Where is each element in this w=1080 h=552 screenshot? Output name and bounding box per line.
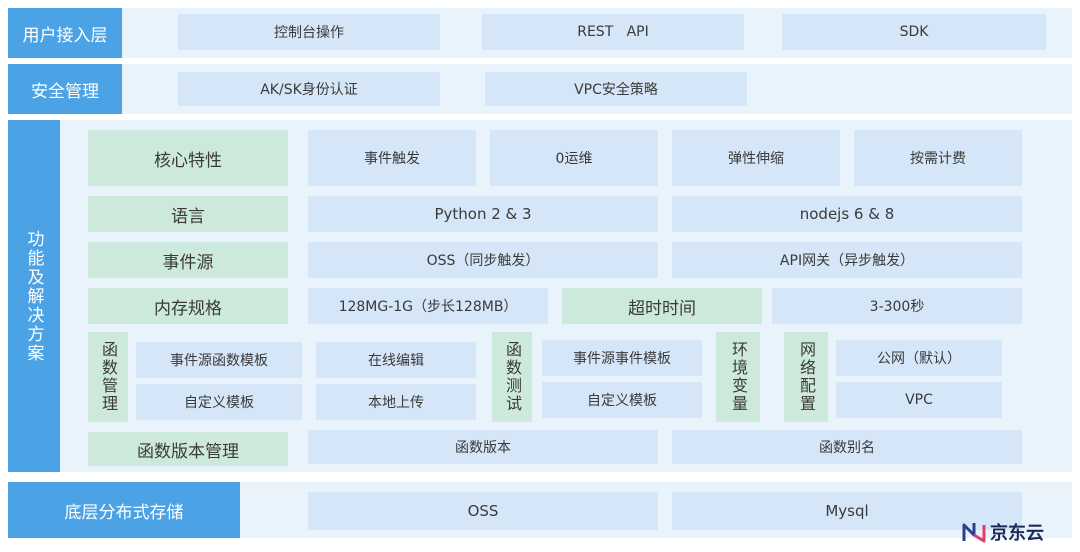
- vpc-box: VPC: [836, 382, 1002, 418]
- rest-api-box: REST API: [482, 14, 744, 50]
- security-label: 安全管理: [8, 64, 122, 114]
- storage-label: 底层分布式存储: [8, 482, 240, 538]
- function-version-box: 函数版本: [308, 430, 658, 464]
- memory-spec-label: 内存规格: [88, 288, 288, 324]
- api-gateway-async-box: API网关（异步触发）: [672, 242, 1022, 278]
- online-edit-box: 在线编辑: [316, 342, 476, 378]
- timeout-label: 超时时间: [562, 288, 762, 324]
- language-label: 语言: [88, 196, 288, 232]
- pay-as-you-go-box: 按需计费: [854, 130, 1022, 186]
- nodejs-box: nodejs 6 & 8: [672, 196, 1022, 232]
- jd-cloud-logo: 京东云: [962, 518, 1072, 546]
- public-network-box: 公网（默认）: [836, 340, 1002, 376]
- memory-value-box: 128MG-1G（步长128MB）: [308, 288, 548, 324]
- logo-text: 京东云: [990, 523, 1044, 544]
- elastic-scaling-box: 弹性伸缩: [672, 130, 840, 186]
- env-variables-label: 环境变量: [716, 332, 760, 422]
- test-custom-template-box: 自定义模板: [542, 382, 702, 418]
- core-features-label: 核心特性: [88, 130, 288, 186]
- vpc-policy-box: VPC安全策略: [485, 72, 747, 106]
- oss-storage-box: OSS: [308, 492, 658, 530]
- event-source-label: 事件源: [88, 242, 288, 278]
- sdk-box: SDK: [782, 14, 1046, 50]
- function-version-management-label: 函数版本管理: [88, 432, 288, 466]
- timeout-value-box: 3-300秒: [772, 288, 1022, 324]
- event-source-event-template-box: 事件源事件模板: [542, 340, 702, 376]
- python-box: Python 2 & 3: [308, 196, 658, 232]
- local-upload-box: 本地上传: [316, 384, 476, 420]
- custom-template-box: 自定义模板: [136, 384, 302, 420]
- ak-sk-auth-box: AK/SK身份认证: [178, 72, 440, 106]
- event-trigger-box: 事件触发: [308, 130, 476, 186]
- features-side-label: 功能及解决方案: [8, 120, 60, 472]
- console-operation-box: 控制台操作: [178, 14, 440, 50]
- jd-cloud-logo-icon: [962, 523, 986, 543]
- function-alias-box: 函数别名: [672, 430, 1022, 464]
- function-management-label: 函数管理: [88, 332, 128, 422]
- zero-ops-box: 0运维: [490, 130, 658, 186]
- oss-sync-box: OSS（同步触发）: [308, 242, 658, 278]
- access-layer-label: 用户接入层: [8, 8, 122, 58]
- event-source-template-box: 事件源函数模板: [136, 342, 302, 378]
- network-config-label: 网络配置: [784, 332, 828, 422]
- function-test-label: 函数测试: [492, 332, 532, 422]
